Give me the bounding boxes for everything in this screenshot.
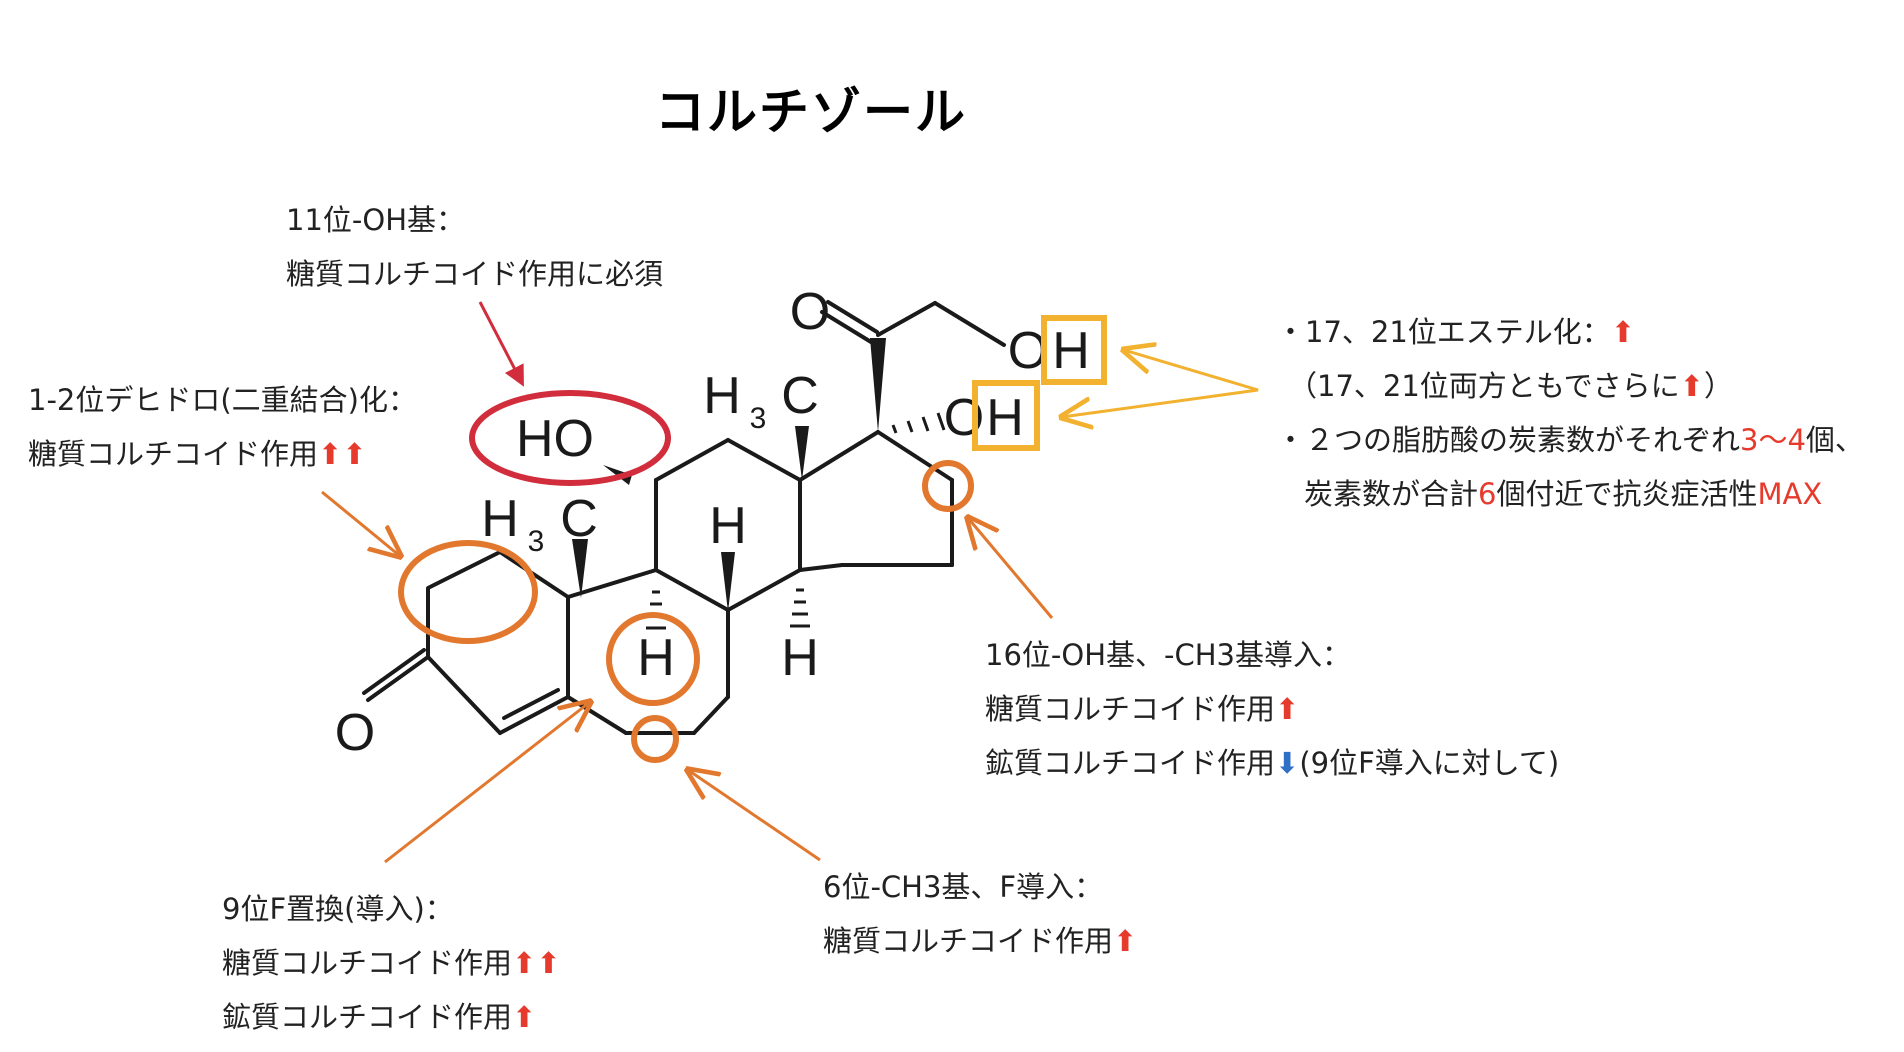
molecule-bonds [362, 300, 1006, 735]
note-ester-line1-text: ・17、21位エステル化： [1276, 315, 1611, 349]
highlight-9-h-circle [606, 612, 700, 706]
atom-h-10-methyl: H [481, 490, 519, 548]
note-9-position: 9位F置換(導入)： 糖質コルチコイド作用⬆⬆ 鉱質コルチコイド作用⬆ [222, 882, 561, 1044]
note-dehydro-line2: 糖質コルチコイド作用⬆⬆ [28, 427, 417, 481]
note-16-line2: 糖質コルチコイド作用⬆ [985, 682, 1559, 736]
note-11-line2: 糖質コルチコイド作用に必須 [286, 257, 664, 291]
note-ester-line3: ・２つの脂肪酸の炭素数がそれぞれ3〜4個、 [1276, 413, 1864, 467]
note-6-line1: 6位-CH3基、F導入： [823, 870, 1104, 904]
note-dehydro-text: 糖質コルチコイド作用 [28, 437, 319, 471]
note-6-position: 6位-CH3基、F導入： 糖質コルチコイド作用⬆ [823, 860, 1137, 968]
note-16-position: 16位-OH基、-CH3基導入： 糖質コルチコイド作用⬆ 鉱質コルチコイド作用⬇… [985, 628, 1559, 790]
arrow-11-oh [478, 301, 524, 387]
note-dehydro: 1-2位デヒドロ(二重結合)化： 糖質コルチコイド作用⬆⬆ [28, 373, 417, 481]
note-ester-line3-b: 個、 [1805, 423, 1864, 457]
note-ester-carbon-total: 6 [1478, 477, 1497, 511]
note-ester-line4-a: 炭素数が合計 [1304, 477, 1479, 511]
note-ester-line4-b: 個付近で抗炎症活性 [1496, 477, 1758, 511]
up-arrow-icon: ⬆ [1275, 692, 1300, 726]
up-arrow-icon: ⬆⬆ [318, 437, 367, 471]
atom-h-9: H [637, 629, 675, 687]
atom-h-8: H [709, 497, 747, 555]
atom-c-10-methyl: C [560, 490, 598, 548]
up-arrow-icon: ⬆⬆ [512, 946, 561, 980]
note-6-line2: 糖質コルチコイド作用⬆ [823, 914, 1137, 968]
highlight-16-position-circle [922, 460, 974, 512]
note-ester-line4: 炭素数が合計6個付近で抗炎症活性MAX [1276, 467, 1864, 521]
note-16-line3: 鉱質コルチコイド作用⬇(9位F導入に対して) [985, 736, 1559, 790]
note-9-line2: 糖質コルチコイド作用⬆⬆ [222, 936, 561, 990]
note-16-line3-text: 鉱質コルチコイド作用 [985, 746, 1276, 780]
note-ester-carbon-range: 3〜4 [1740, 423, 1806, 457]
down-arrow-icon: ⬇ [1275, 746, 1300, 780]
up-arrow-icon: ⬆ [1113, 924, 1138, 958]
arrow-16-position [968, 518, 1054, 619]
note-ester-line3-a: ・２つの脂肪酸の炭素数がそれぞれ [1276, 423, 1741, 457]
highlight-6-position-circle [631, 715, 679, 763]
highlight-17-oh-box [972, 380, 1040, 451]
atom-h-17oh: H [986, 389, 1024, 447]
note-ester-line2: （17、21位両方ともでさらに⬆） [1276, 359, 1864, 413]
note-11-line1: 11位-OH基： [286, 203, 465, 237]
note-16-line1: 16位-OH基、-CH3基導入： [985, 638, 1351, 672]
note-9-line3-text: 鉱質コルチコイド作用 [222, 1000, 513, 1034]
arrow-ester-pair [1062, 350, 1259, 417]
atom-c-13-methyl: C [781, 367, 819, 425]
highlight-11-oh-ellipse [469, 390, 671, 486]
atom-ho-11: HO [516, 410, 594, 468]
atom-h-14: H [781, 629, 819, 687]
note-dehydro-line1: 1-2位デヒドロ(二重結合)化： [28, 383, 417, 417]
atom-sub3-10: 3 [528, 525, 545, 558]
highlight-ring-a-ellipse [398, 540, 538, 644]
note-9-line3: 鉱質コルチコイド作用⬆ [222, 990, 561, 1044]
arrow-9-f [384, 702, 590, 864]
up-arrow-icon: ⬆ [512, 1000, 537, 1034]
note-ester: ・17、21位エステル化：⬆ （17、21位両方ともでさらに⬆） ・２つの脂肪酸… [1276, 305, 1864, 521]
note-16-line2-text: 糖質コルチコイド作用 [985, 692, 1276, 726]
note-16-line3-end: (9位F導入に対して) [1299, 746, 1560, 780]
note-11-position: 11位-OH基： 糖質コルチコイド作用に必須 [286, 193, 663, 301]
stereo-bonds [572, 338, 946, 630]
note-ester-max: MAX [1757, 477, 1823, 511]
page-title: コルチゾール [655, 82, 967, 141]
note-ester-line2-text: （17、21位両方ともでさらに [1288, 369, 1680, 403]
arrow-dehydro [321, 490, 400, 556]
atom-o-3: O [335, 704, 375, 762]
note-9-line1: 9位F置換(導入)： [222, 892, 454, 926]
note-ester-line1: ・17、21位エステル化：⬆ [1276, 305, 1864, 359]
atom-o-17: O [944, 389, 984, 447]
atom-h-21oh: H [1052, 322, 1090, 380]
up-arrow-icon: ⬆ [1610, 315, 1636, 349]
note-6-line2-text: 糖質コルチコイド作用 [823, 924, 1114, 958]
up-arrow-icon: ⬆ [1679, 369, 1704, 403]
note-ester-line2-end: ） [1703, 369, 1733, 403]
arrow-6-position [688, 770, 821, 862]
atom-h-13-methyl: H [703, 367, 741, 425]
atom-sub3-13: 3 [750, 402, 767, 435]
atom-o-side-chain: O [790, 283, 830, 341]
note-9-line2-text: 糖質コルチコイド作用 [222, 946, 513, 980]
